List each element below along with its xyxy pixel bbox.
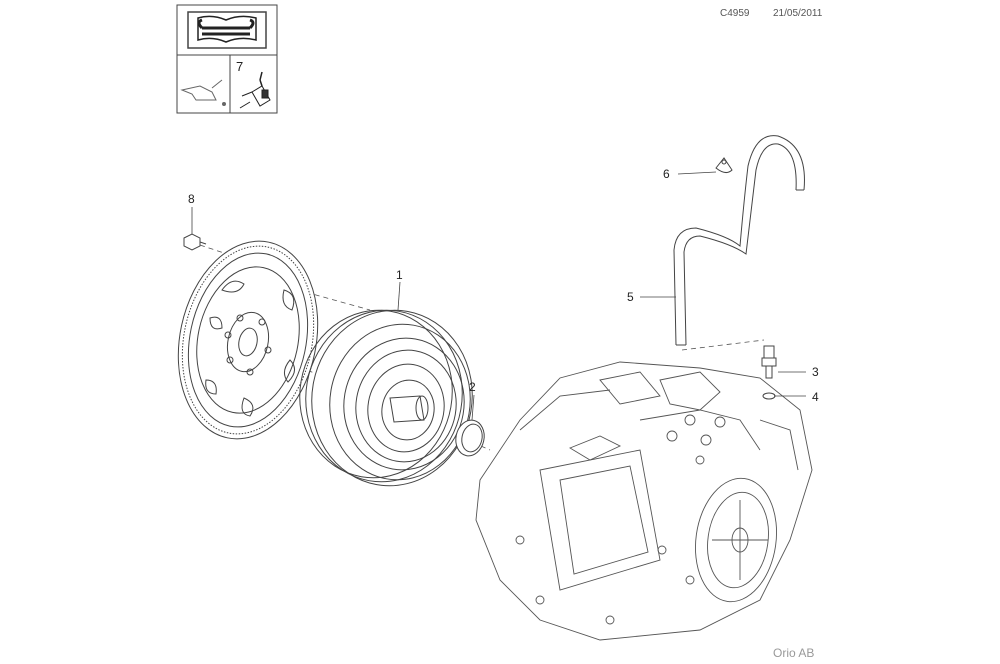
legend-sealant-ref-number: 7 bbox=[236, 59, 244, 74]
washer-part-4 bbox=[762, 392, 776, 400]
breather-hose-part-5 bbox=[673, 135, 805, 346]
flexplate bbox=[177, 240, 319, 440]
callout-6: 6 bbox=[663, 167, 670, 181]
torque-converter-part-1 bbox=[299, 309, 473, 487]
callout-leaders bbox=[191, 171, 806, 421]
callout-5: 5 bbox=[627, 290, 634, 304]
oil-can-icon bbox=[180, 79, 226, 106]
callout-2: 2 bbox=[469, 380, 476, 394]
hose-clip-part-6 bbox=[715, 157, 733, 174]
vent-valve-part-3 bbox=[761, 345, 777, 379]
sealant-tube-icon bbox=[239, 71, 271, 109]
drawing-code: C4959 bbox=[720, 8, 750, 19]
legend-box bbox=[176, 4, 278, 114]
callout-1: 1 bbox=[396, 268, 403, 282]
book-wrench-icon bbox=[197, 15, 257, 43]
drawing-date: 21/05/2011 bbox=[773, 8, 823, 19]
bolt-part-8 bbox=[183, 233, 207, 251]
transmission-housing bbox=[475, 361, 813, 641]
callout-4: 4 bbox=[812, 390, 819, 404]
brand-label: Orio AB bbox=[773, 646, 815, 660]
callout-3: 3 bbox=[812, 365, 819, 379]
callout-8: 8 bbox=[188, 192, 195, 206]
seal-ring-part-2 bbox=[455, 419, 485, 457]
